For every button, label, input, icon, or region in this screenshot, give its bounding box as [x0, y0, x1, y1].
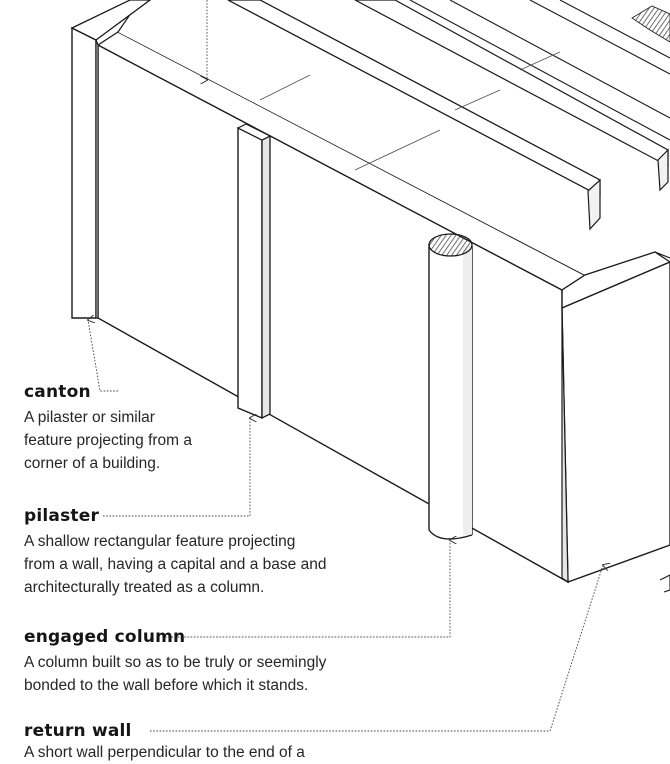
canton-leader: [88, 320, 118, 392]
pilaster-top: [236, 123, 272, 141]
return-wall-side: [561, 290, 569, 584]
engaged-column-leader: [165, 540, 450, 638]
return-wall-corner-fragment: [659, 574, 670, 593]
engaged-column-term: engaged column: [24, 627, 186, 647]
canton: [71, 26, 97, 319]
return-wall-term: return wall: [24, 721, 132, 741]
canton-side: [95, 39, 99, 319]
return-wall-front: [561, 261, 670, 583]
engaged-column-top: [428, 233, 473, 257]
pilaster-front: [237, 126, 263, 420]
canton-term: canton: [24, 382, 91, 402]
pilaster-term: pilaster: [24, 506, 100, 526]
wall-top-back-edge: [117, 31, 587, 277]
canton-top: [70, 0, 152, 41]
hatched-end: [631, 5, 670, 43]
canton-definition: A pilaster or similar feature projecting…: [24, 409, 193, 472]
engaged-column-definition: A column built so as to be truly or seem…: [24, 654, 327, 694]
floor-plane: [118, 0, 670, 275]
return-wall-leader: [150, 565, 603, 732]
joist-beam-2-end: [657, 148, 669, 192]
pilaster-side: [261, 134, 271, 420]
joist-beam-1-end: [587, 178, 601, 231]
pilaster-leader: [103, 418, 250, 517]
pilaster-definition: A shallow rectangular feature projecting…: [24, 533, 327, 596]
